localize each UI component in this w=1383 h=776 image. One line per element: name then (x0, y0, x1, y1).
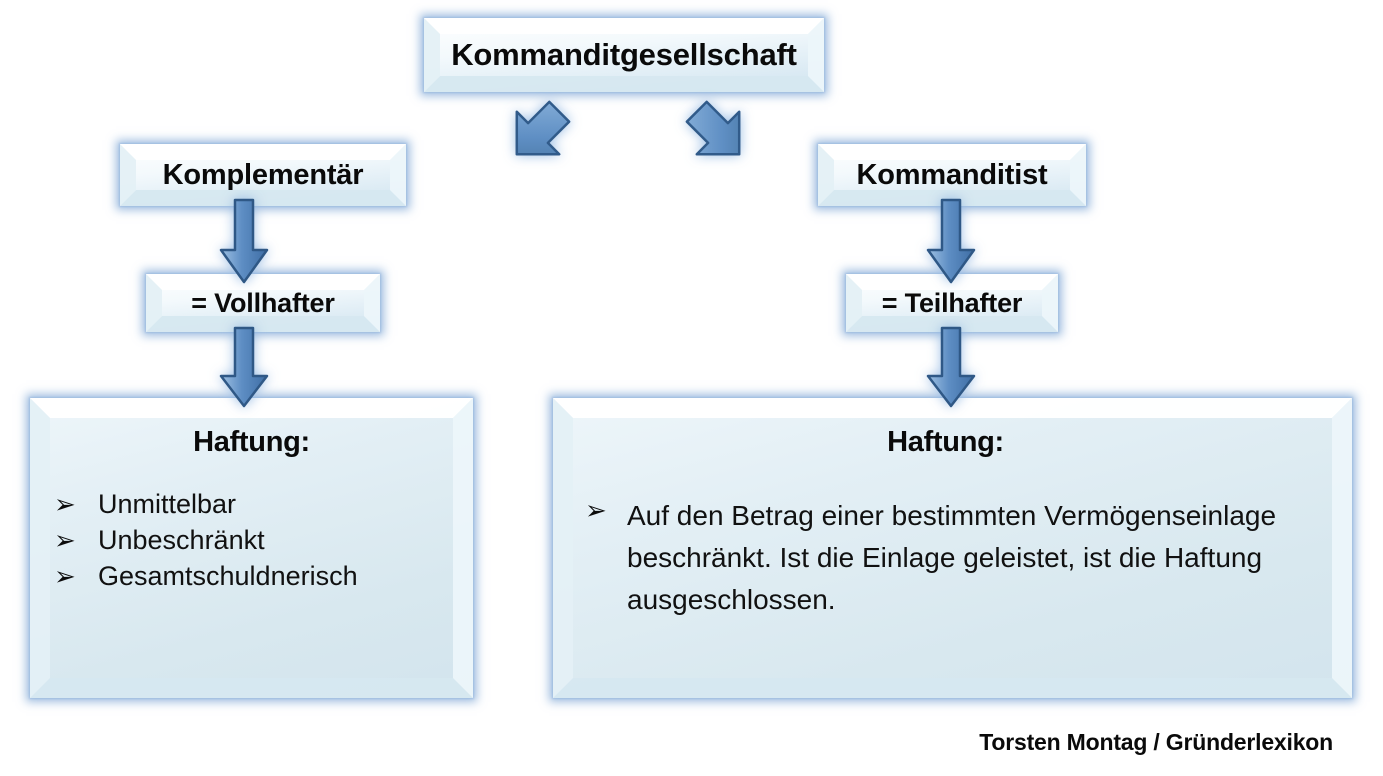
list-item-label: Unbeschränkt (98, 524, 265, 555)
node-label: Kommanditgesellschaft (451, 37, 797, 72)
list-item: ➢ Unmittelbar (54, 489, 449, 521)
panel-haftung-komplementaer[interactable]: Haftung: ➢ Unmittelbar ➢ Unbeschränkt ➢ … (30, 398, 473, 698)
arrow-split-right (685, 100, 741, 156)
node-kommanditist[interactable]: Kommanditist (818, 144, 1086, 206)
node-label: = Vollhafter (191, 287, 335, 318)
node-kommanditgesellschaft[interactable]: Kommanditgesellschaft (424, 18, 824, 92)
node-label: Kommanditist (856, 158, 1048, 191)
bullet-arrow-icon: ➢ (54, 524, 76, 555)
node-label: Komplementär (162, 158, 364, 191)
arrow-vollhafter-to-haftung (219, 326, 269, 408)
list-item: ➢ Unbeschränkt (54, 525, 449, 557)
bullet-arrow-icon: ➢ (585, 495, 607, 525)
list-item: ➢ Auf den Betrag einer bestimmten Vermög… (585, 495, 1306, 621)
panel-title: Haftung: (193, 426, 310, 458)
list-item-label: Auf den Betrag einer bestimmten Vermögen… (627, 500, 1277, 615)
list-item-label: Unmittelbar (98, 489, 237, 519)
node-komplementaer[interactable]: Komplementär (120, 144, 406, 206)
arrow-kommanditist-to-teilhafter (926, 198, 976, 284)
arrow-komplementaer-to-vollhafter (219, 198, 269, 284)
bullet-list: ➢ Auf den Betrag einer bestimmten Vermög… (585, 495, 1306, 621)
credit-line: Torsten Montag / Gründerlexikon (979, 729, 1333, 755)
node-label: = Teilhafter (881, 287, 1023, 318)
bullet-arrow-icon: ➢ (54, 560, 76, 591)
list-item-label: Gesamtschuldnerisch (98, 560, 358, 591)
panel-title: Haftung: (887, 426, 1004, 458)
panel-haftung-kommanditist[interactable]: Haftung: ➢ Auf den Betrag einer bestimmt… (553, 398, 1352, 698)
list-item: ➢ Gesamtschuldnerisch (54, 561, 449, 593)
arrow-split-left (515, 100, 571, 156)
bullet-list: ➢ Unmittelbar ➢ Unbeschränkt ➢ Gesamtsch… (54, 489, 449, 593)
bullet-arrow-icon: ➢ (54, 489, 76, 519)
arrow-teilhafter-to-haftung (926, 326, 976, 408)
